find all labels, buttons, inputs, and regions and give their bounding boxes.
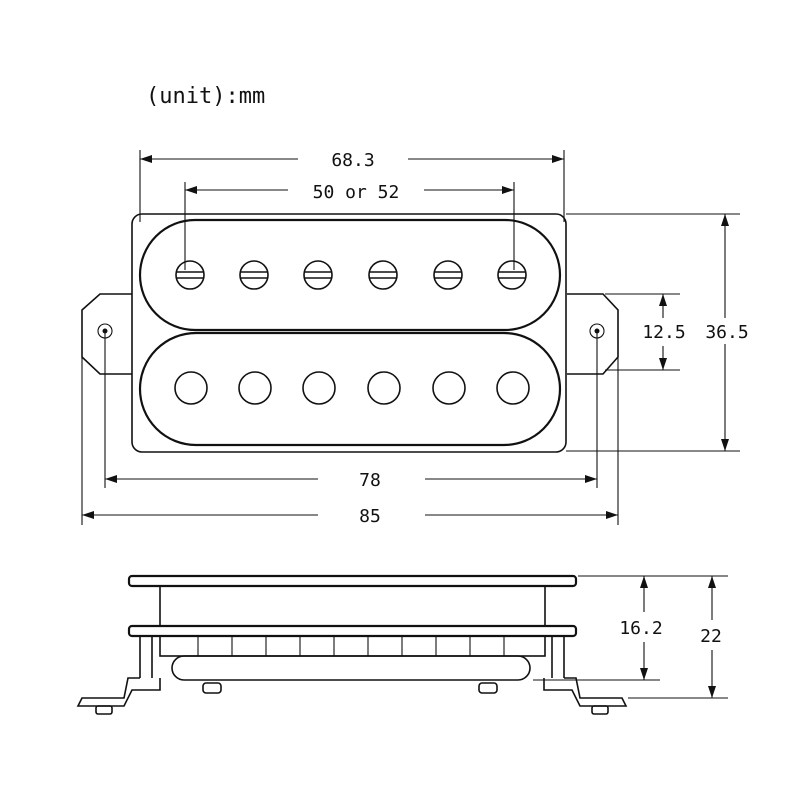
cover-plate [127, 574, 578, 588]
pole-piece [496, 371, 530, 405]
dimension-total-height: 22 [578, 575, 728, 699]
dimension-coil-height: 12.5 [605, 293, 686, 371]
slotted-screw [239, 260, 269, 290]
cover-length-label: 68.3 [331, 150, 374, 171]
pole-piece [432, 371, 466, 405]
pole-spacing-label: 50 or 52 [313, 182, 400, 203]
coil-height-label: 12.5 [642, 322, 685, 343]
slotted-screw [175, 260, 205, 290]
pole-piece [367, 371, 401, 405]
total-length-label: 85 [359, 506, 381, 527]
pole-piece-row [174, 371, 530, 405]
slotted-screw [303, 260, 333, 290]
cover-height-label: 16.2 [619, 618, 662, 639]
lower-coil [138, 331, 562, 447]
slotted-screw [368, 260, 398, 290]
dimension-pole-spacing: 50 or 52 [184, 182, 515, 270]
total-width-label: 36.5 [705, 322, 748, 343]
pole-piece [302, 371, 336, 405]
slotted-screw-row [175, 260, 527, 290]
mounting-hole-spacing-label: 78 [359, 470, 381, 491]
base-plate [127, 624, 578, 638]
pickup-side-view [76, 574, 628, 715]
magnet-bar [171, 655, 531, 681]
upper-coil [138, 218, 562, 332]
screw-head [95, 705, 113, 715]
slotted-screw [433, 260, 463, 290]
dimension-cover-length: 68.3 [139, 150, 565, 222]
pickup-top-view [81, 213, 619, 453]
spacer [478, 682, 498, 694]
bracket-left [76, 677, 161, 707]
dimension-total-length: 85 [81, 357, 619, 527]
dimension-mounting-hole-spacing: 78 [104, 331, 598, 491]
pickup-frame [131, 213, 567, 453]
bracket-right [543, 677, 628, 707]
total-height-label: 22 [700, 626, 722, 647]
spacer [202, 682, 222, 694]
pole-piece [238, 371, 272, 405]
pole-piece [174, 371, 208, 405]
bobbin [159, 635, 546, 657]
unit-label: (unit):mm [146, 84, 266, 109]
slotted-screw [497, 260, 527, 290]
dimension-total-width: 36.5 [566, 213, 752, 452]
screw-head [591, 705, 609, 715]
